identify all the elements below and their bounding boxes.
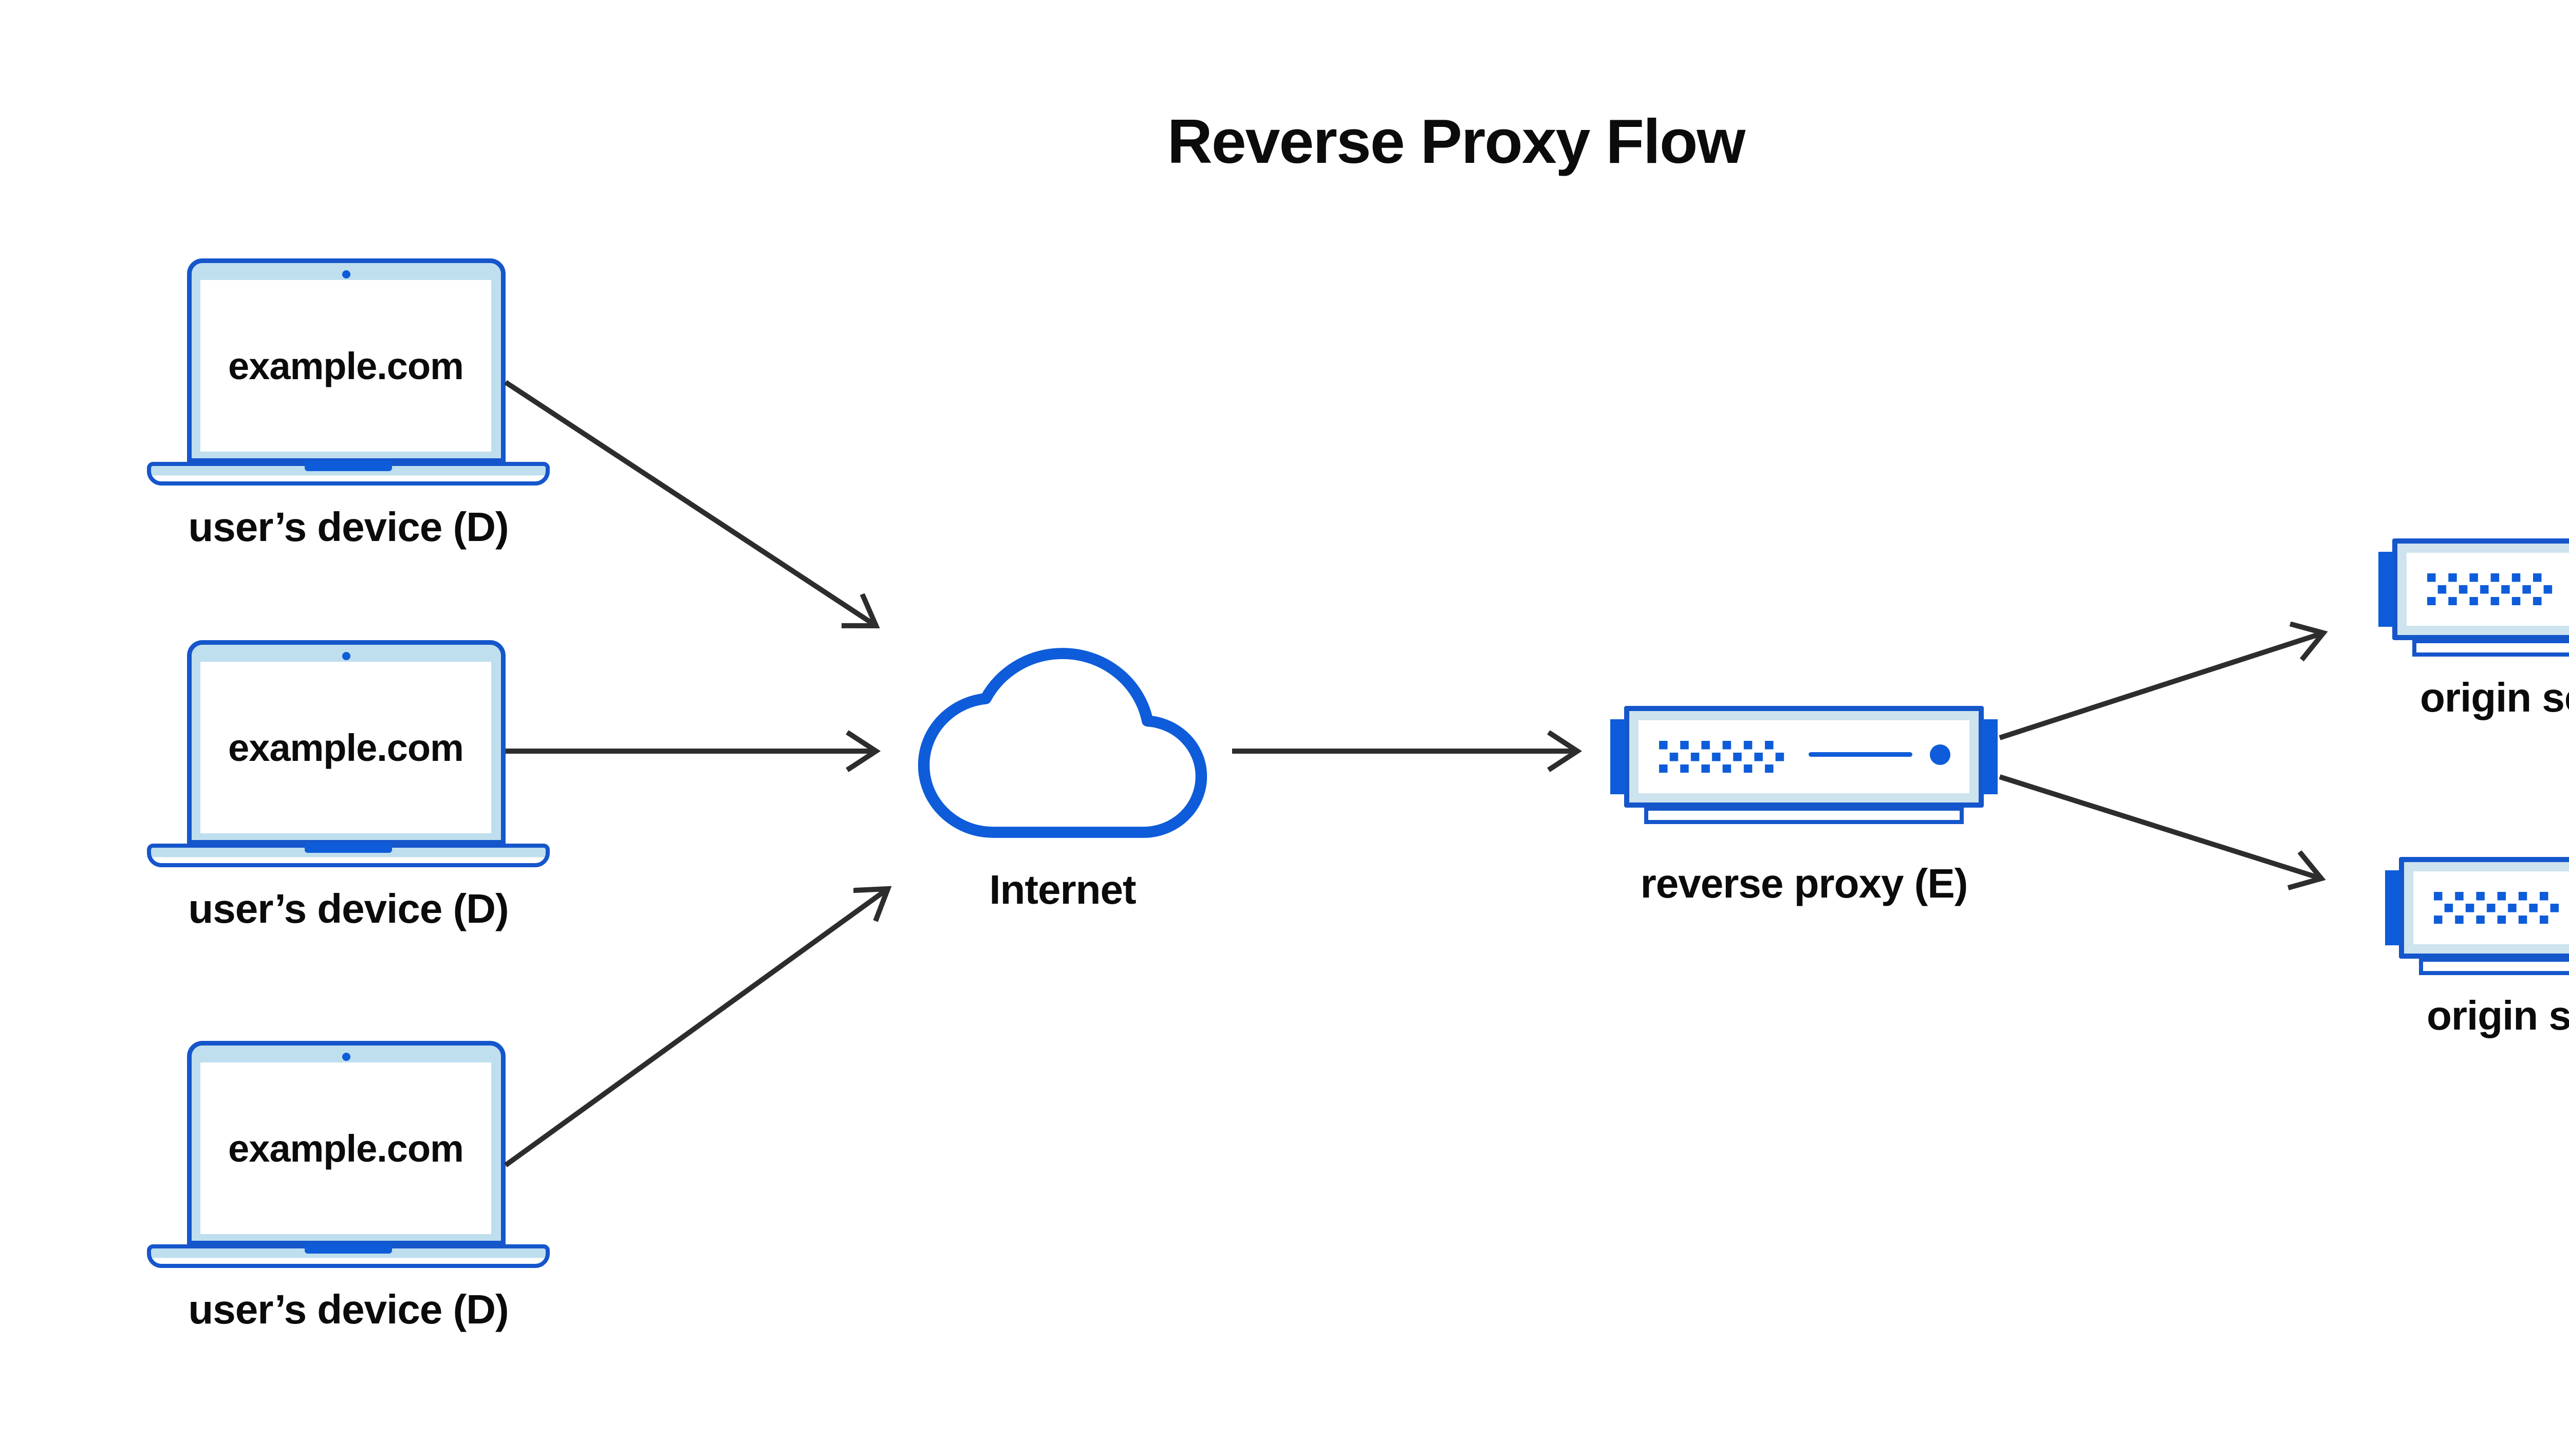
server-vents-icon [2434,892,2560,924]
laptop-screen: example.com [200,280,491,452]
device-screen-label: example.com [228,344,464,387]
device-caption: user’s device (D) [188,504,509,550]
laptop-icon: example.com [187,258,506,463]
node-internet: Internet [918,648,1207,921]
webcam-icon [342,270,350,278]
server-panel [1639,720,1969,793]
laptop-screen: example.com [200,1062,491,1234]
page-title: Reverse Proxy Flow [1167,106,1746,176]
node-origin-server-2: origin server (F) [2385,857,2569,1073]
arrow-reverse-proxy-origin1 [1999,633,2323,740]
server-left-tab [2378,552,2394,627]
webcam-icon [342,1053,350,1061]
server-vents-icon [2427,573,2554,605]
server-panel [2407,553,2569,626]
server-base [2412,639,2569,657]
server-left-tab [2385,870,2400,945]
server-right-tab [1982,719,1998,794]
server-slot-line [1809,752,1912,757]
laptop-screen: example.com [200,662,491,833]
device-caption: user’s device (D) [188,1286,509,1332]
device-screen-label: example.com [228,1127,464,1170]
server-base [2419,958,2569,975]
server-base [1644,807,1964,824]
server-icon [1624,706,1984,808]
server-icon [2392,538,2569,640]
device-caption: user’s device (D) [188,886,509,931]
device-screen-label: example.com [228,726,464,769]
node-user-device-2: example.com user’s device (D) [147,640,550,948]
server-left-tab [1610,719,1626,794]
laptop-icon: example.com [187,1041,506,1245]
internet-caption: Internet [989,867,1136,912]
origin-server-caption: origin server (F) [2419,675,2569,720]
laptop-hinge-notch [305,843,392,853]
node-origin-server-1: origin server (F) [2378,538,2569,754]
arrow-reverse-proxy-origin2 [1999,774,2321,879]
laptop-hinge-notch [305,1243,392,1254]
laptop-icon: example.com [187,640,506,845]
server-led-icon [1930,744,1950,765]
arrow-device3-internet [504,889,888,1168]
cloud-outline [918,648,1207,838]
server-vents-icon [1659,741,1785,773]
webcam-icon [342,652,350,660]
reverse-proxy-caption: reverse proxy (E) [1640,861,1968,906]
server-panel [2413,871,2569,944]
cloud-icon [918,648,1207,838]
node-user-device-1: example.com user’s device (D) [147,258,550,567]
server-icon [2399,857,2569,959]
node-user-device-3: example.com user’s device (D) [147,1041,550,1349]
node-reverse-proxy: reverse proxy (E) [1610,706,1998,922]
arrow-device1-internet [504,380,876,626]
laptop-hinge-notch [305,461,392,471]
origin-server-caption: origin server (F) [2426,993,2569,1038]
